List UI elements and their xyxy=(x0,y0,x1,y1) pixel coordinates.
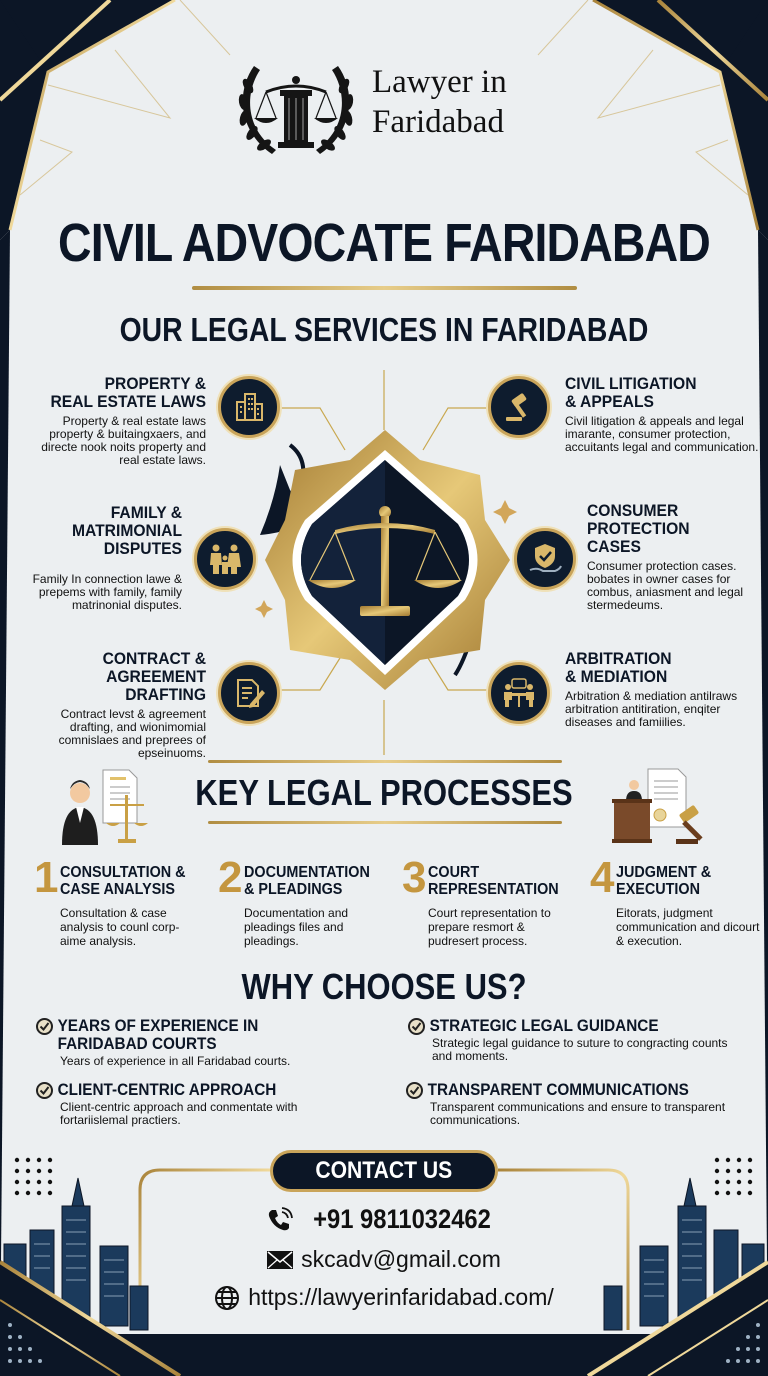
building-icon xyxy=(218,376,280,438)
gavel-icon xyxy=(488,376,550,438)
brand-line-1: Lawyer in xyxy=(372,64,507,100)
service-desc: Arbitration & mediation antilraws arbitr… xyxy=(565,689,738,729)
step-desc: Eitorats, judgment communication and dic… xyxy=(616,906,760,948)
website-url: https://lawyerinfaridabad.com/ xyxy=(248,1284,554,1310)
service-family-desc: Family In connection lawe & prepems with… xyxy=(32,572,182,612)
processes-heading: KEY LEGAL PROCESSES xyxy=(195,772,573,813)
service-desc: Property & real estate laws property & b… xyxy=(41,414,206,467)
processes-divider-bottom xyxy=(208,821,562,824)
service-arbitration[interactable]: ARBITRATION& MEDIATION Arbitration & med… xyxy=(565,650,765,729)
mail-icon xyxy=(267,1250,294,1269)
why-item-client-centric: CLIENT-CENTRIC APPROACH Client-centric a… xyxy=(36,1081,396,1127)
shield-hand-icon xyxy=(514,528,576,590)
service-title: CONTRACT &AGREEMENT DRAFTING xyxy=(102,649,206,704)
document-pen-icon xyxy=(218,662,280,724)
page-title: CIVIL ADVOCATE FARIDABAD xyxy=(58,213,711,273)
why-desc: Client-centric approach and conmentate w… xyxy=(60,1100,298,1127)
phone-icon xyxy=(268,1206,293,1230)
meeting-table-icon xyxy=(488,662,550,724)
phone-number: +91 9811032462 xyxy=(313,1204,491,1234)
step-desc: Documentation and pleadings files and pl… xyxy=(244,906,349,948)
step-number: 4 xyxy=(590,853,615,902)
service-desc: Contract levst & agreement drafting, and… xyxy=(58,707,206,760)
contact-email[interactable]: skcadv@gmail.com xyxy=(0,1246,768,1273)
family-icon xyxy=(194,528,256,590)
contact-phone[interactable]: +91 9811032462 xyxy=(0,1204,768,1235)
why-item-transparent: TRANSPARENT COMMUNICATIONS Transparent c… xyxy=(406,1081,766,1127)
lawyer-with-scales-icon xyxy=(62,769,148,845)
step-title: DOCUMENTATION& PLEADINGS xyxy=(244,864,370,898)
step-title: JUDGMENT &EXECUTION xyxy=(616,864,712,898)
why-title: CLIENT-CENTRIC APPROACH xyxy=(57,1080,277,1099)
step-title: CONSULTATION &CASE ANALYSIS xyxy=(60,864,186,898)
why-title: TRANSPARENT COMMUNICATIONS xyxy=(427,1080,689,1099)
process-step-4[interactable]: 4 JUDGMENT &EXECUTION Eitorats, judgment… xyxy=(590,853,768,949)
contact-website[interactable]: https://lawyerinfaridabad.com/ xyxy=(0,1284,768,1311)
why-desc: Strategic legal guidance to suture to co… xyxy=(432,1036,728,1063)
check-icon xyxy=(36,1018,53,1035)
service-title: ARBITRATION& MEDIATION xyxy=(565,649,672,686)
step-number: 2 xyxy=(218,853,243,902)
why-desc: Transparent communications and ensure to… xyxy=(430,1100,726,1127)
globe-icon xyxy=(215,1285,240,1310)
scales-laurel-emblem-icon xyxy=(238,66,354,154)
email-address: skcadv@gmail.com xyxy=(301,1246,501,1272)
why-item-strategic: STRATEGIC LEGAL GUIDANCE Strategic legal… xyxy=(408,1017,768,1063)
central-scales-emblem xyxy=(255,430,517,690)
why-title: STRATEGIC LEGAL GUIDANCE xyxy=(429,1016,659,1035)
step-number: 3 xyxy=(402,853,427,902)
check-icon xyxy=(36,1082,53,1099)
contact-us-button[interactable]: CONTACT US xyxy=(270,1150,498,1192)
service-title: PROPERTY &REAL ESTATE LAWS xyxy=(50,374,206,411)
brand-name: Lawyer in Faridabad xyxy=(372,62,507,142)
why-item-experience: YEARS OF EXPERIENCE IN FARIDABAD COURTS … xyxy=(36,1017,381,1068)
step-desc: Consultation & case analysis to counl co… xyxy=(60,906,180,948)
services-heading: OUR LEGAL SERVICES IN FARIDABAD xyxy=(119,311,649,348)
step-desc: Court representation to prepare resmort … xyxy=(428,906,551,948)
courtroom-gavel-icon xyxy=(612,768,703,844)
service-civil-litigation[interactable]: CIVIL LITIGATION& APPEALS Civil litigati… xyxy=(565,375,765,454)
brand-logo[interactable]: Lawyer in Faridabad xyxy=(232,46,562,166)
service-contract[interactable]: CONTRACT &AGREEMENT DRAFTING Contract le… xyxy=(10,650,206,760)
brand-line-2: Faridabad xyxy=(372,104,504,140)
step-number: 1 xyxy=(34,853,59,902)
service-property[interactable]: PROPERTY &REAL ESTATE LAWS Property & re… xyxy=(20,375,206,467)
process-step-1[interactable]: 1 CONSULTATION &CASE ANALYSIS Consultati… xyxy=(34,853,214,949)
check-icon xyxy=(406,1082,423,1099)
process-step-2[interactable]: 2 DOCUMENTATION& PLEADINGS Documentation… xyxy=(218,853,398,949)
processes-divider-top xyxy=(208,760,562,763)
service-desc: Civil litigation & appeals and legal ima… xyxy=(565,414,759,454)
service-connectors xyxy=(280,370,488,755)
why-heading: WHY CHOOSE US? xyxy=(241,966,527,1007)
service-desc: Consumer protection cases. bobates in ow… xyxy=(587,559,744,612)
service-title: CIVIL LITIGATION& APPEALS xyxy=(565,374,697,411)
why-title: YEARS OF EXPERIENCE IN FARIDABAD COURTS xyxy=(57,1016,259,1053)
check-icon xyxy=(408,1018,425,1035)
title-divider xyxy=(192,286,577,290)
why-desc: Years of experience in all Faridabad cou… xyxy=(60,1054,291,1068)
